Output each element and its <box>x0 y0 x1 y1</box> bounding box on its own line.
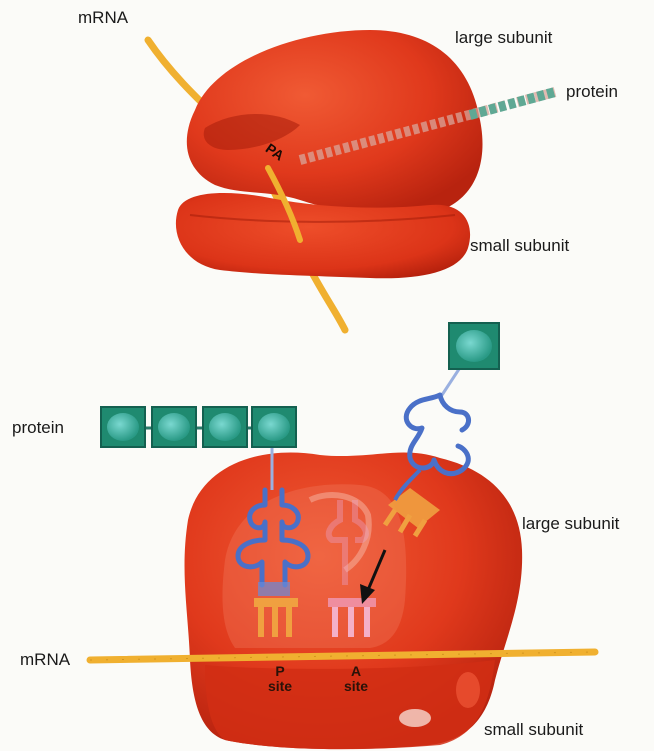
top-ribosome <box>148 30 555 330</box>
bottom-protein-chain <box>101 407 296 447</box>
top-small-subunit-label: small subunit <box>470 236 569 256</box>
top-large-subunit-label: large subunit <box>455 28 552 48</box>
bottom-protein-label: protein <box>12 418 64 438</box>
a-site-label: A site <box>336 664 376 694</box>
top-small-subunit <box>176 193 470 278</box>
bottom-right-bump <box>456 672 480 708</box>
bottom-mrna-strand <box>90 652 595 660</box>
top-mrna-label: mRNA <box>78 8 128 28</box>
p-site-label: P site <box>260 664 300 694</box>
bottom-large-subunit-label: large subunit <box>522 514 619 534</box>
bottom-mrna-label: mRNA <box>20 650 70 670</box>
p-site-anticodon <box>254 598 298 637</box>
top-protein-label: protein <box>566 82 618 102</box>
incoming-amino-acid <box>449 323 499 369</box>
bottom-small-highlight <box>399 709 431 727</box>
bottom-small-subunit-label: small subunit <box>484 720 583 740</box>
amino-acid-2 <box>152 407 196 447</box>
amino-acid-4 <box>252 407 296 447</box>
amino-acid-1 <box>101 407 145 447</box>
amino-acid-3 <box>203 407 247 447</box>
a-site-anticodon <box>328 598 376 637</box>
